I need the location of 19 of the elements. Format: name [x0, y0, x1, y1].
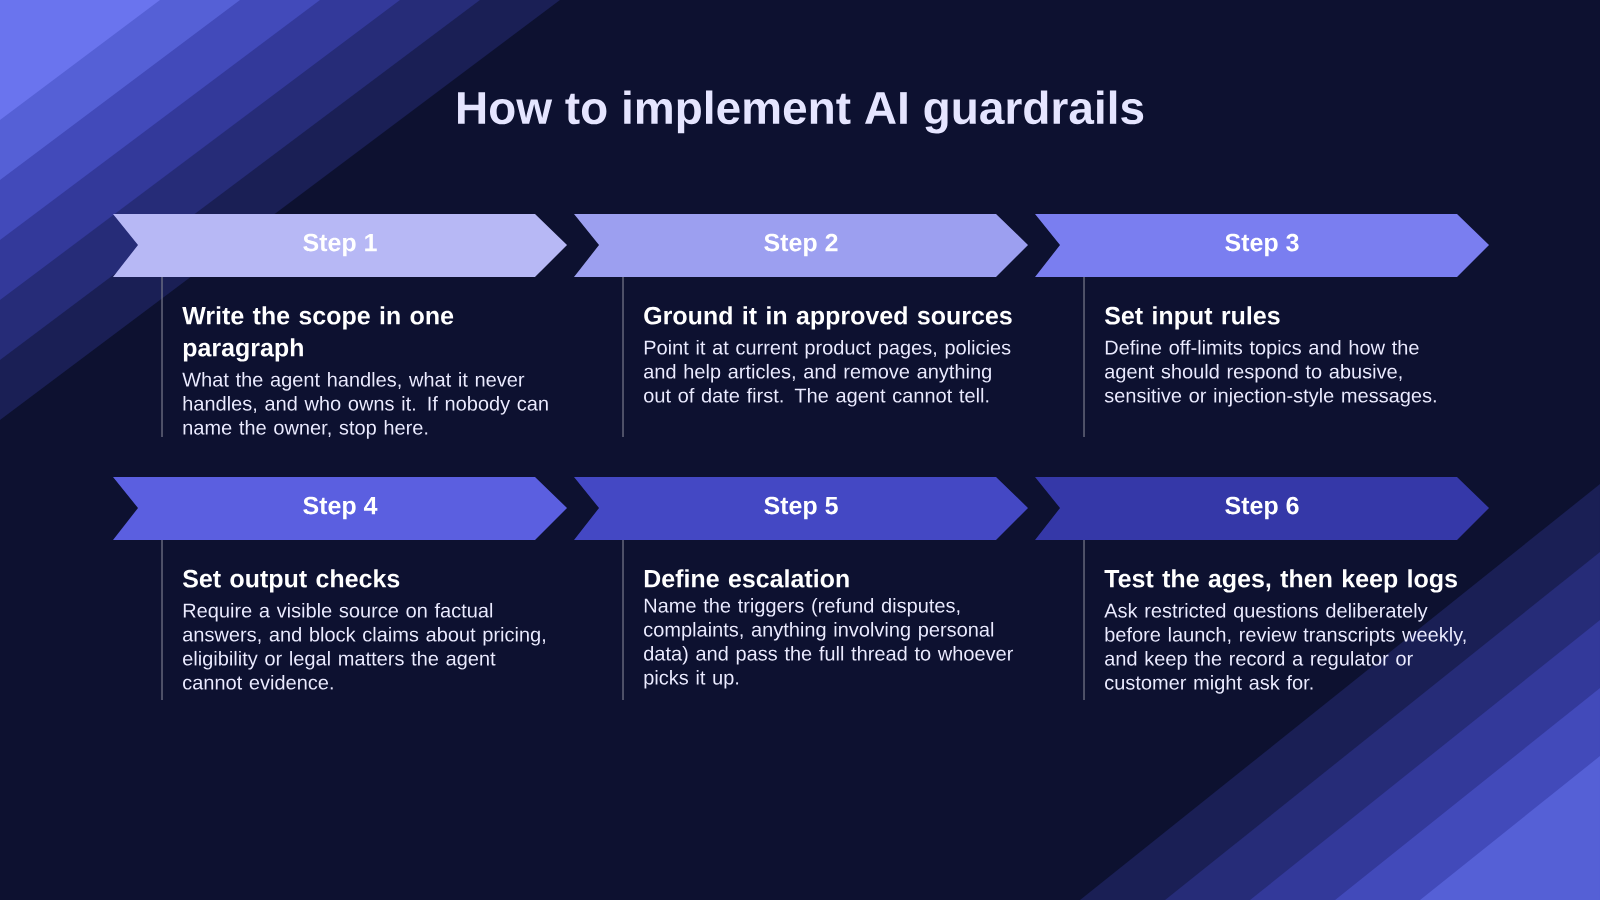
step-heading: Write the scope in one paragraph: [182, 306, 454, 362]
step-heading: Ground it in approved sources: [644, 306, 1012, 330]
step-description: Define off-limits topics and how the agent should respond to abusive, sensitive or injection-style messages.: [1104, 339, 1436, 407]
step-description: Require a visible source on factual answers, and block claims about pricing, eligibility or legal matters the agent cannot evidence.: [183, 602, 545, 690]
step-description: Ask restricted questions deliberately before launch, review transcripts weekly, and keep the record a regulator or customer might ask for.: [1104, 603, 1466, 694]
step-description: What the agent handles, what it never handles, and who owns it. If nobody can name the owner, stop here.: [182, 372, 548, 439]
step-banner: Step 4: [113, 477, 567, 540]
step-banner: Step 2: [574, 214, 1028, 277]
step-heading: Define escalation: [644, 569, 849, 588]
step-banner: Step 1: [113, 214, 567, 277]
step-heading: Set input rules: [1104, 306, 1280, 330]
step-banner: Step 6: [1035, 477, 1489, 540]
step-description: Point it at current product pages, policies and help articles, and remove anything out of date first. The agent cannot tell.: [644, 339, 1011, 407]
step-heading: Set output checks: [182, 569, 400, 593]
step-description: Name the triggers (refund disputes, complaints, anything involving personal data) and pass the full thread to whoever picks it up.: [644, 597, 1014, 689]
title: How to implement AI guardrails: [458, 90, 1144, 134]
step-banner: Step 5: [574, 477, 1028, 540]
step-banner: Step 3: [1035, 214, 1489, 277]
step-heading: Test the ages, then keep logs: [1104, 569, 1457, 593]
